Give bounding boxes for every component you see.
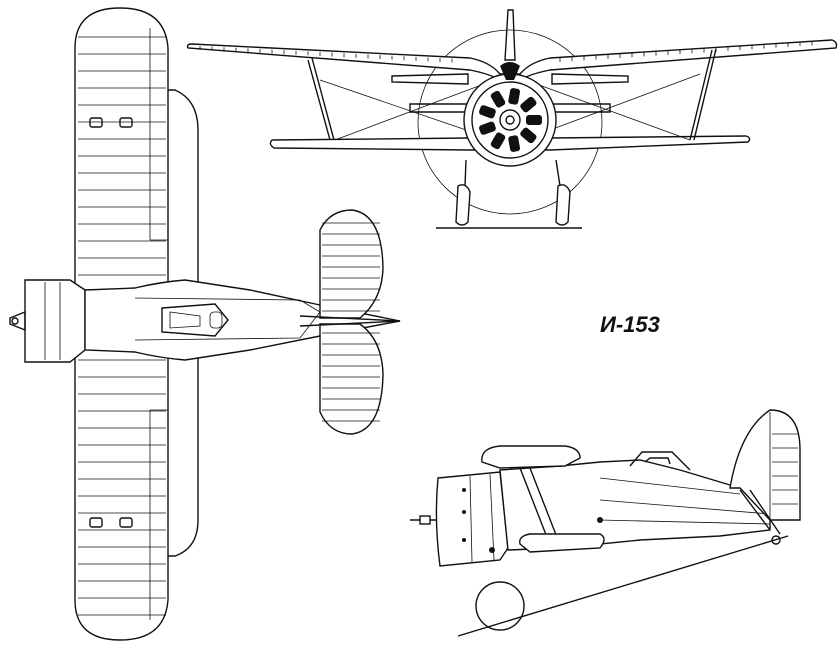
engine-cylinder bbox=[520, 127, 537, 144]
strut-right bbox=[689, 49, 713, 141]
wing-panel bbox=[89, 517, 103, 528]
engine-cylinders bbox=[479, 88, 542, 152]
aircraft-designation: И-153 bbox=[600, 312, 660, 337]
cockpit-canopy bbox=[629, 451, 691, 471]
upper-wing-side bbox=[481, 445, 581, 469]
engine-cowling-side bbox=[435, 471, 509, 567]
engine-cylinder bbox=[479, 105, 496, 119]
side-view bbox=[410, 409, 801, 637]
wing-ribs bbox=[78, 36, 166, 616]
strut-left bbox=[307, 59, 331, 141]
propeller-disk bbox=[417, 29, 603, 215]
cockpit bbox=[161, 303, 229, 337]
vertical-tail-side bbox=[729, 409, 801, 521]
wing-panel bbox=[119, 117, 133, 128]
wing-panel bbox=[119, 517, 133, 528]
propeller-blade bbox=[500, 62, 520, 80]
engine-cylinder bbox=[490, 90, 506, 108]
engine-cylinder bbox=[520, 96, 537, 113]
interplane-strut bbox=[519, 467, 551, 546]
tailplane-upper bbox=[319, 209, 384, 319]
fin-ribs bbox=[772, 433, 798, 505]
lower-wing-side bbox=[519, 533, 605, 553]
tail-ribs bbox=[322, 222, 380, 422]
tailplane-lower bbox=[319, 323, 384, 435]
engine-cylinder bbox=[526, 115, 542, 125]
wheel-right bbox=[555, 184, 571, 226]
wheel-left bbox=[455, 184, 471, 226]
main-wheel bbox=[475, 581, 525, 631]
engine-cylinder bbox=[508, 88, 521, 105]
wing-ticks bbox=[199, 41, 813, 63]
propeller-hub bbox=[9, 310, 26, 332]
tail-wheel bbox=[771, 535, 781, 545]
propeller-hub-front bbox=[499, 109, 521, 131]
engine-cylinder bbox=[479, 121, 496, 135]
engine-cylinder bbox=[490, 132, 506, 150]
tail-fin bbox=[504, 9, 516, 61]
engine-cylinder bbox=[508, 135, 521, 152]
engine-cowling bbox=[24, 279, 86, 363]
front-view bbox=[186, 9, 838, 229]
lower-wing-outline bbox=[149, 89, 199, 557]
plan-view bbox=[9, 7, 401, 641]
ground-slope bbox=[457, 535, 789, 637]
wing-panel bbox=[89, 117, 103, 128]
